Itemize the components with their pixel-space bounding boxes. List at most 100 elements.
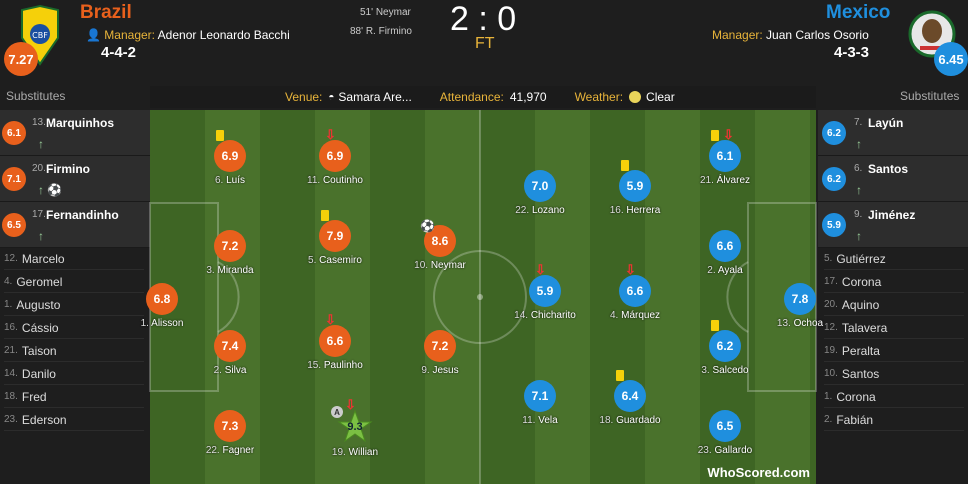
unused-substitute[interactable]: 1.Augusto — [4, 294, 144, 316]
unused-substitute[interactable]: 12.Marcelo — [4, 248, 144, 270]
unused-substitute[interactable]: 19.Peralta — [824, 340, 964, 362]
player-number: 19. — [824, 345, 838, 356]
manager-away: Manager: Juan Carlos Osorio — [712, 28, 869, 42]
player-number: 10. — [824, 368, 838, 379]
player-label: 23. Gallardo — [697, 445, 753, 456]
team-name-home[interactable]: Brazil — [80, 2, 132, 23]
player-name[interactable]: Aquino — [841, 297, 880, 312]
player-label: 15. Paulinho — [307, 360, 363, 371]
unused-substitute[interactable]: 20.Aquino — [824, 294, 964, 316]
player-name[interactable]: Firmino — [46, 162, 90, 176]
unused-substitute[interactable]: 1.Corona — [824, 386, 964, 408]
unused-substitute[interactable]: 21.Taison — [4, 340, 144, 362]
sub-on-arrow-icon: ↑ — [38, 137, 44, 151]
player-rating-badge: 6.9 — [319, 140, 351, 172]
player-number: 7. — [854, 117, 863, 128]
yellow-card-icon — [621, 160, 629, 171]
player-number: 12. — [824, 322, 838, 333]
unused-substitute[interactable]: 4.Geromel — [4, 271, 144, 293]
player-number: 9. — [854, 209, 863, 220]
player-name[interactable]: Cássio — [21, 320, 59, 335]
player-rating-badge: 6.5 — [2, 213, 26, 237]
sub-on-arrow-icon: ↑ ⚽ — [38, 183, 63, 197]
player-label: 19. Willian — [331, 447, 379, 458]
formation-away: 4-3-3 — [834, 44, 870, 61]
player-name[interactable]: Fred — [21, 389, 47, 404]
team-name-away[interactable]: Mexico — [826, 2, 891, 23]
player-name[interactable]: Corona — [836, 389, 876, 404]
player-label: 3. Salcedo — [701, 365, 749, 376]
unused-substitute[interactable]: 10.Santos — [824, 363, 964, 385]
manager-home: 👤 Manager: Adenor Leonardo Bacchi — [86, 28, 290, 42]
unused-substitute[interactable]: 5.Gutiérrez — [824, 248, 964, 270]
player-name[interactable]: Peralta — [841, 343, 880, 358]
unused-substitute[interactable]: 23.Ederson — [4, 409, 144, 431]
unused-substitute[interactable]: 2.Fabián — [824, 409, 964, 431]
player-name[interactable]: Corona — [841, 274, 882, 289]
player-name[interactable]: Talavera — [841, 320, 888, 335]
player-name[interactable]: Layún — [868, 116, 904, 130]
unused-substitute[interactable]: 12.Talavera — [824, 317, 964, 339]
player-name[interactable]: Fernandinho — [46, 208, 119, 222]
unused-substitute[interactable]: 17.Corona — [824, 271, 964, 293]
player-rating-badge: 7.2 — [214, 230, 246, 262]
player-rating-badge: 5.9 — [619, 170, 651, 202]
player-name[interactable]: Danilo — [21, 366, 56, 381]
player-name[interactable]: Augusto — [16, 297, 61, 312]
unused-substitute[interactable]: 14.Danilo — [4, 363, 144, 385]
player-rating-badge: 6.2 — [822, 167, 846, 191]
sub-off-arrow-icon: ⇩ — [325, 312, 336, 327]
player-name[interactable]: Santos — [868, 162, 909, 176]
player-name[interactable]: Geromel — [16, 274, 63, 289]
unused-substitute[interactable]: 16.Cássio — [4, 317, 144, 339]
player-name[interactable]: Marquinhos — [46, 116, 114, 130]
player-name[interactable]: Jiménez — [868, 208, 916, 222]
player-name[interactable]: Fabián — [836, 412, 874, 427]
player-gallardo[interactable]: 6.5 23. Gallardo — [675, 410, 775, 456]
player-name[interactable]: Ederson — [21, 412, 67, 427]
player-rating-badge: 7.1 — [524, 380, 556, 412]
player-name[interactable]: Marcelo — [21, 251, 65, 266]
player-name[interactable]: Taison — [21, 343, 57, 358]
yellow-card-icon — [711, 320, 719, 331]
player-rating-badge: 6.5 — [709, 410, 741, 442]
formation-home: 4-4-2 — [101, 44, 137, 61]
player-name[interactable]: Santos — [841, 366, 880, 381]
player-label: 1. Alisson — [140, 318, 184, 329]
assist-badge-icon: A — [331, 406, 343, 418]
player-rating-badge: 7.2 — [424, 330, 456, 362]
player-name[interactable]: Gutiérrez — [836, 251, 886, 266]
player-rating-badge: 7.8 — [784, 283, 816, 315]
player-label: 5. Casemiro — [308, 255, 362, 266]
unused-substitute[interactable]: 18.Fred — [4, 386, 144, 408]
player-number: 12. — [4, 253, 18, 264]
